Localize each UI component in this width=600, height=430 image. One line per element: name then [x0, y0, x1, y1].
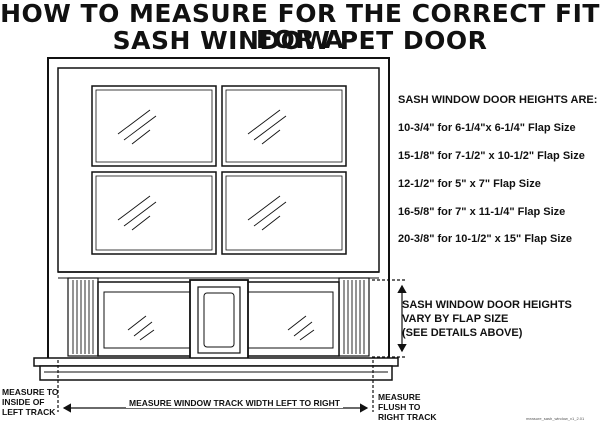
window-panes: [91, 85, 347, 255]
height-indicator: [372, 279, 407, 358]
height-item-5: 20-3/8" for 10-1/2" x 15" Flap Size: [398, 233, 573, 245]
height-item-3: 12-1/2" for 5" x 7" Flap Size: [398, 178, 541, 190]
title-line-1: HOW TO MEASURE FOR THE CORRECT FIT FOR A: [0, 0, 600, 54]
height-note-line-1: SASH WINDOW DOOR HEIGHTS: [402, 299, 572, 311]
height-note: SASH WINDOW DOOR HEIGHTS VARY BY FLAP SI…: [402, 298, 572, 340]
left-track: [67, 277, 99, 357]
measure-right-line-3: RIGHT TRACK: [378, 412, 437, 422]
heights-heading: SASH WINDOW DOOR HEIGHTS ARE:: [398, 94, 598, 106]
height-note-line-3: (SEE DETAILS ABOVE): [402, 327, 523, 339]
measure-left-line-2: INSIDE OF: [2, 397, 45, 407]
title-line-2: SASH WINDOW PET DOOR: [112, 26, 488, 55]
measure-left-line-1: MEASURE TO: [2, 387, 59, 397]
height-item-1: 10-3/4" for 6-1/4"x 6-1/4" Flap Size: [398, 122, 576, 134]
measure-width-label: MEASURE WINDOW TRACK WIDTH LEFT TO RIGHT: [126, 398, 343, 408]
height-item-2: 15-1/8" for 7-1/2" x 10-1/2" Flap Size: [398, 150, 585, 162]
glass-glare: [117, 109, 287, 231]
height-note-line-2: VARY BY FLAP SIZE: [402, 313, 509, 325]
measure-right-line-1: MEASURE: [378, 392, 421, 402]
footer-code: measure_sash_window_v1_2.01: [526, 416, 585, 421]
width-indicator: [57, 360, 374, 413]
pet-door: [189, 279, 249, 361]
right-track: [338, 277, 370, 357]
measure-left-label: MEASURE TO INSIDE OF LEFT TRACK: [2, 387, 59, 417]
lower-glare: [127, 315, 315, 341]
measure-left-line-3: LEFT TRACK: [2, 407, 56, 417]
measure-right-label: MEASURE FLUSH TO RIGHT TRACK: [378, 392, 437, 422]
measure-right-line-2: FLUSH TO: [378, 402, 421, 412]
window-sill: [33, 357, 399, 381]
height-item-4: 16-5/8" for 7" x 11-1/4" Flap Size: [398, 206, 566, 218]
